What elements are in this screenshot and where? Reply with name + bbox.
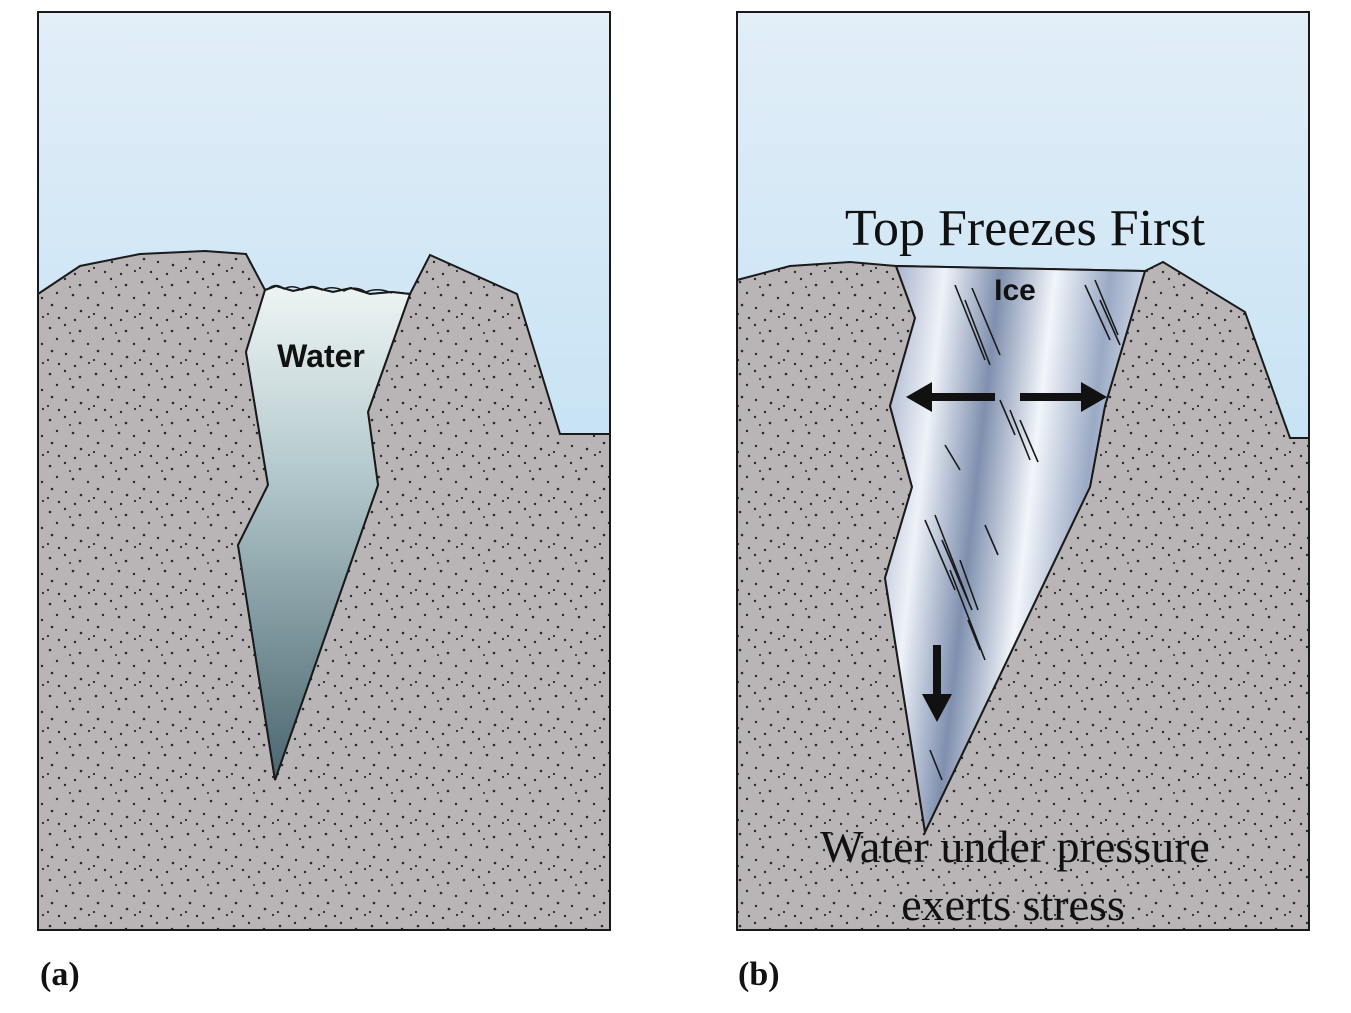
panel-a-frame [37, 11, 611, 931]
panel-b-ice [883, 264, 1147, 836]
water-pressure-label-line2: exerts stress [901, 879, 1125, 930]
top-freezes-title: Top Freezes First [845, 200, 1206, 257]
panel-a: Water (a) [37, 11, 611, 993]
ice-label: Ice [994, 274, 1036, 307]
panel-b: Top Freezes First Ice Water under pressu… [736, 11, 1310, 993]
expansion-arrow-left-head [906, 382, 932, 412]
panel-b-letter: (b) [738, 956, 780, 993]
panel-b-frame [736, 11, 1310, 931]
pressure-arrow-head [922, 694, 952, 722]
panel-a-letter: (a) [40, 956, 80, 993]
water-pressure-label-line1: Water under pressure [820, 821, 1210, 872]
expansion-arrow-right-head [1081, 382, 1107, 412]
panel-a-water-ripple [267, 284, 393, 294]
water-label: Water [277, 338, 365, 374]
ice-streaks [924, 279, 1121, 781]
